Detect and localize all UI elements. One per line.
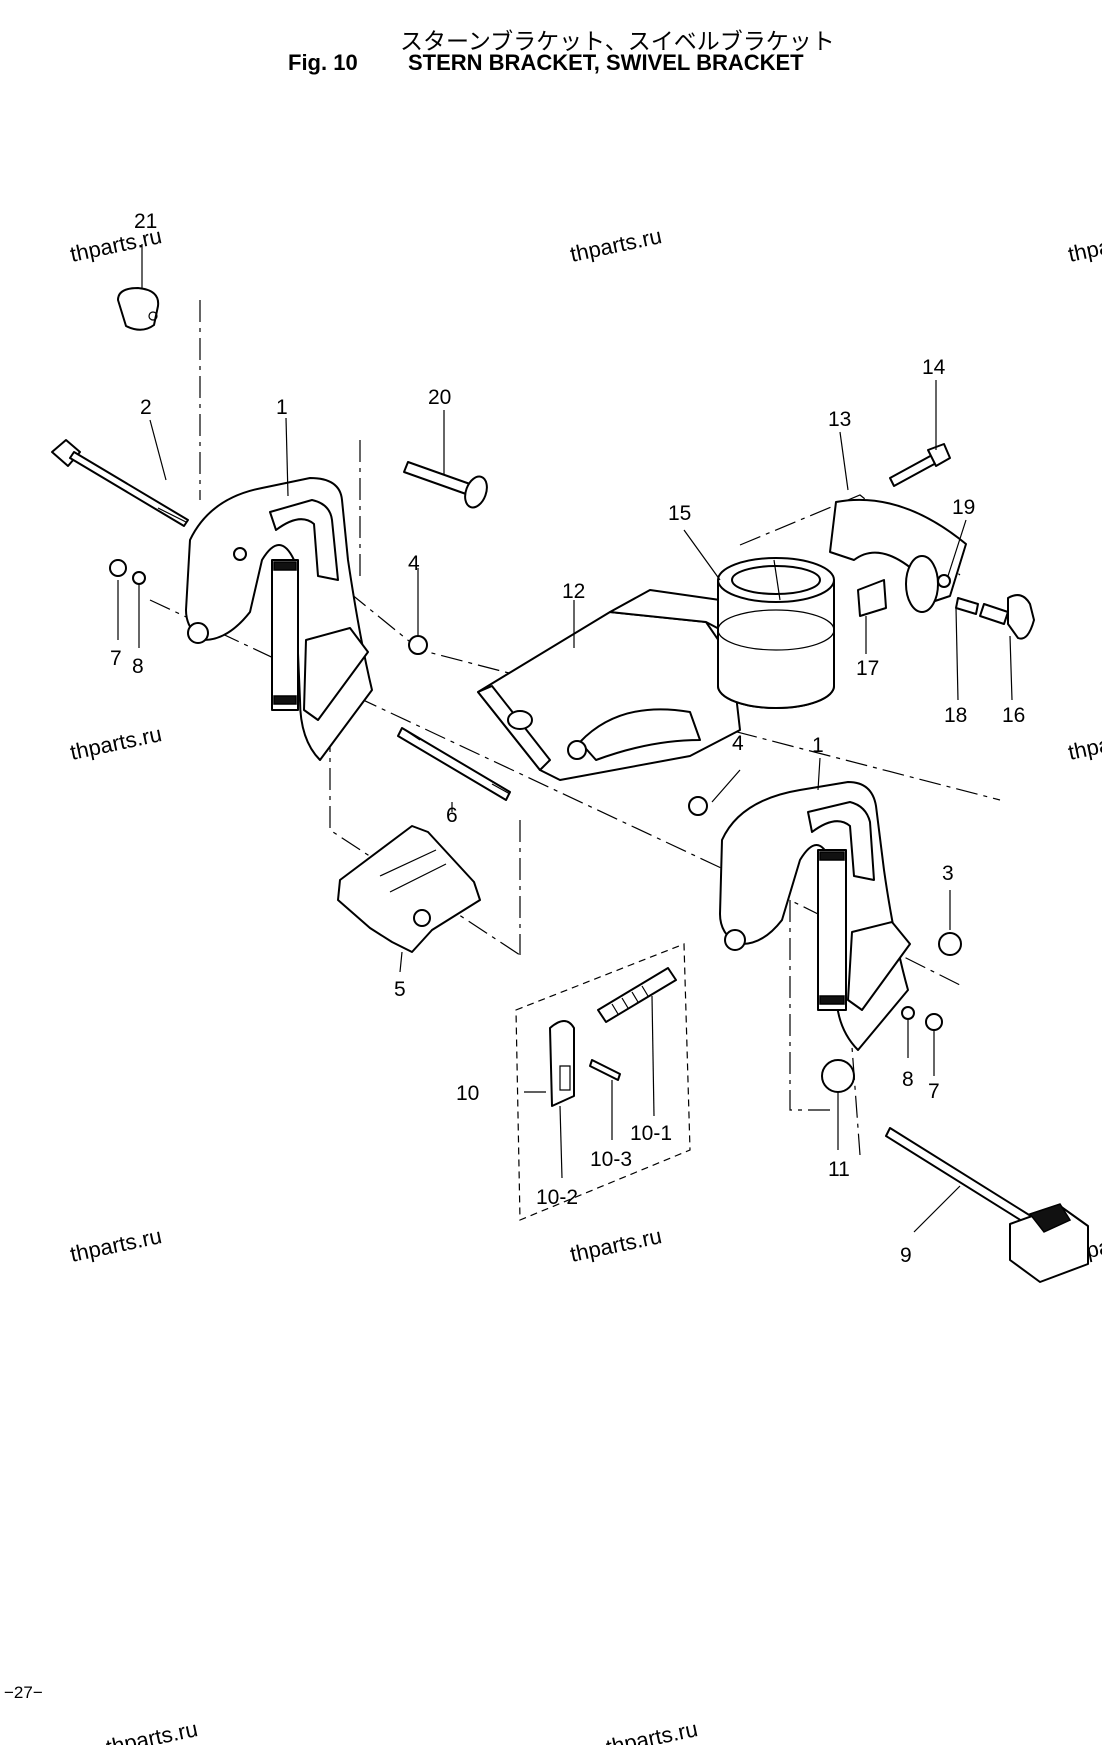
callout-19: 19 <box>952 496 975 519</box>
watermark: thparts.ru <box>604 1716 700 1745</box>
part-15-bushing <box>717 557 835 709</box>
callout-1-left: 1 <box>276 396 288 419</box>
part-5-plate <box>337 825 481 953</box>
part-10-2-latch <box>549 1020 575 1107</box>
part-6-stud <box>397 727 511 801</box>
callout-7-left: 7 <box>110 647 122 670</box>
callout-3: 3 <box>942 862 954 885</box>
callout-5: 5 <box>394 978 406 1001</box>
figure-number: Fig. 10 <box>288 50 358 75</box>
callout-9: 9 <box>900 1244 912 1267</box>
callout-17: 17 <box>856 657 879 680</box>
part-1-stern-bracket-left <box>185 477 373 761</box>
callout-8-left: 8 <box>132 655 144 678</box>
callout-12: 12 <box>562 580 585 603</box>
callout-10-3: 10-3 <box>590 1148 632 1171</box>
callout-20: 20 <box>428 386 451 409</box>
part-8-washer-right <box>901 1006 915 1020</box>
callout-4-upper: 4 <box>408 552 420 575</box>
callout-10-2: 10-2 <box>536 1186 578 1209</box>
watermark: thparts.ru <box>68 721 164 765</box>
title-japanese: スターンブラケット、スイベルブラケット <box>400 29 835 55</box>
part-10-3-pin <box>589 1059 621 1081</box>
part-7-nut-right <box>925 1013 943 1031</box>
callout-2: 2 <box>140 396 152 419</box>
part-12-swivel-bracket <box>477 589 741 781</box>
watermark: thparts.ru <box>68 1223 164 1267</box>
callout-4-lower: 4 <box>732 732 744 755</box>
callout-15: 15 <box>668 502 691 525</box>
figure-title: STERN BRACKET, SWIVEL BRACKET <box>408 50 804 75</box>
part-17-clip <box>857 579 887 617</box>
callout-8-right: 8 <box>902 1068 914 1091</box>
leader-lines <box>117 244 1013 1233</box>
callout-13: 13 <box>828 408 851 431</box>
part-9-lever <box>885 1127 1089 1283</box>
part-2-bolt <box>51 439 189 527</box>
part-10-assembly-box <box>515 943 691 1221</box>
callouts: 21 2 1 20 7 8 4 12 15 13 14 19 17 18 16 … <box>110 210 1025 1267</box>
callout-11: 11 <box>828 1158 850 1181</box>
part-4-washer-upper <box>408 635 428 655</box>
callout-6: 6 <box>446 804 458 827</box>
part-14-screw <box>889 443 951 487</box>
watermark: thparts.ru <box>1066 721 1102 765</box>
part-19-washer <box>937 574 951 588</box>
part-16-wing-bolt <box>979 594 1035 640</box>
part-7-nut-left <box>109 559 127 577</box>
callout-7-right: 7 <box>928 1080 940 1103</box>
callout-1-right: 1 <box>812 734 824 757</box>
callout-14: 14 <box>922 356 946 379</box>
watermark: thparts.ru <box>1066 223 1102 267</box>
callout-10-1: 10-1 <box>630 1122 672 1145</box>
callout-10: 10 <box>456 1082 479 1105</box>
callout-18: 18 <box>944 704 967 727</box>
part-8-washer-left <box>132 571 146 585</box>
part-1-stern-bracket-right <box>719 781 911 1051</box>
part-20-pin <box>403 461 488 509</box>
part-13-clamp <box>829 498 967 613</box>
page-number: −27− <box>4 1683 43 1702</box>
callout-16: 16 <box>1002 704 1025 727</box>
part-21-cap <box>117 287 160 331</box>
callout-21: 21 <box>134 210 157 233</box>
part-4-washer-lower <box>688 796 708 816</box>
watermark: thparts.ru <box>104 1716 200 1745</box>
part-3-nut <box>938 932 962 956</box>
part-11-disc <box>821 1059 855 1093</box>
watermark: thparts.ru <box>568 1223 664 1267</box>
watermark: thparts.ru <box>568 223 664 267</box>
part-18-screw <box>955 597 979 615</box>
part-10-1-spring <box>597 967 677 1023</box>
